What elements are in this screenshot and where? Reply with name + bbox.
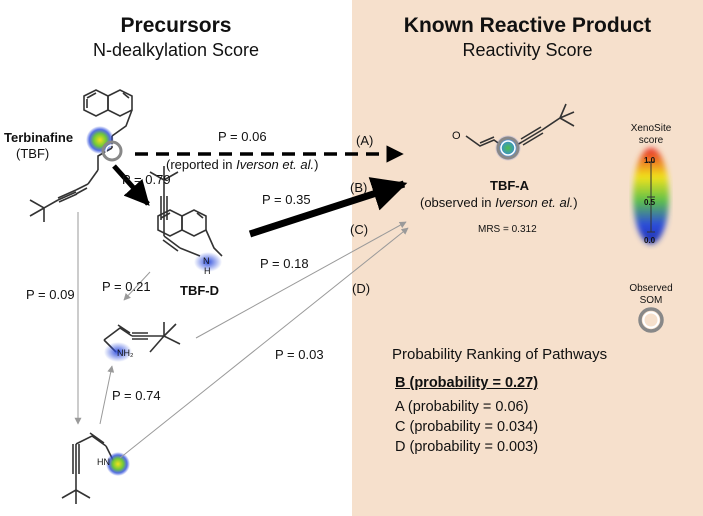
bottom-heatmap-spot [106,452,130,476]
tbfd-n-atom: N [203,256,210,266]
reactive-product-panel [352,0,703,516]
tbfa-o-atom: O [452,130,461,142]
mrs-value: MRS = 0.312 [478,224,537,235]
tbfa-observed-note: (observed in Iverson et. al.) [420,195,578,210]
observed-som-label-2: SOM [639,295,663,306]
precursors-subtitle: N-dealkylation Score [92,40,260,60]
arrow-pathway-d [119,227,409,459]
terbinafine-name: Terbinafine [4,130,74,145]
tbfd-heatmap-spot [194,252,222,272]
pathway-c-probability: P = 0.18 [260,256,309,271]
arrow-pathway-c [195,221,407,339]
product-title: Known Reactive Product [403,14,652,37]
xenosite-scale-mid: 0.5 [644,198,656,207]
ranking-item: C (probability = 0.034) [395,419,539,435]
pathway-a-probability: P = 0.06 [218,129,267,144]
tbf-observed-som-ring [101,140,123,162]
bottom-structure [61,432,115,504]
pathway-b-letter: (B) [350,180,368,195]
arrow-pathway-b [248,177,408,238]
pathway-a-note: (reported in Iverson et. al.) [166,157,319,172]
observed-som-label-1: Observed [629,283,673,294]
terbinafine-abbr: (TBF) [16,146,50,161]
tbf-heatmap-spot [86,126,114,154]
step-tbf-tbfd-probability: P = 0.79 [122,172,171,187]
xenosite-label-2: score [638,135,664,146]
ranking-item: A (probability = 0.06) [395,399,529,415]
arrow-tbf-to-tbfd [112,164,150,206]
pathway-d-letter: (D) [352,281,371,296]
tbfa-name: TBF-A [490,178,529,193]
observed-som-legend [638,307,664,333]
tbfd-structure [149,166,223,257]
xenosite-legend [633,148,669,244]
precursors-title: Precursors [120,14,232,37]
tbfd-h-atom: H [204,266,211,276]
step-tbfd-amine-probability: P = 0.21 [102,279,151,294]
pathway-a-letter: (A) [356,133,374,148]
xenosite-label-1: XenoSite [630,123,672,134]
ranking-item: D (probability = 0.003) [395,439,539,455]
pathway-b-probability: P = 0.35 [262,192,311,207]
ranking-title: Probability Ranking of Pathways [392,346,608,363]
amine-nh2-atom: NH₂ [117,348,134,358]
xenosite-scale-low: 0.0 [644,236,656,245]
arrow-bottom-to-amine [99,365,115,425]
xenosite-scale-high: 1.0 [644,156,656,165]
amine-heatmap-spot [104,342,132,362]
tbfa-observed-som-ring [496,136,520,160]
tbfd-label: TBF-D [180,283,219,298]
step-tbf-down-probability: P = 0.09 [26,287,75,302]
ranking-top: B (probability = 0.27) [395,375,539,391]
pathway-c-letter: (C) [350,222,369,237]
product-subtitle: Reactivity Score [462,40,593,60]
bottom-hn-atom: HN [97,457,110,467]
arrow-tbfd-to-amine [123,271,151,301]
pathway-d-probability: P = 0.03 [275,347,324,362]
step-bottom-amine-probability: P = 0.74 [112,388,161,403]
